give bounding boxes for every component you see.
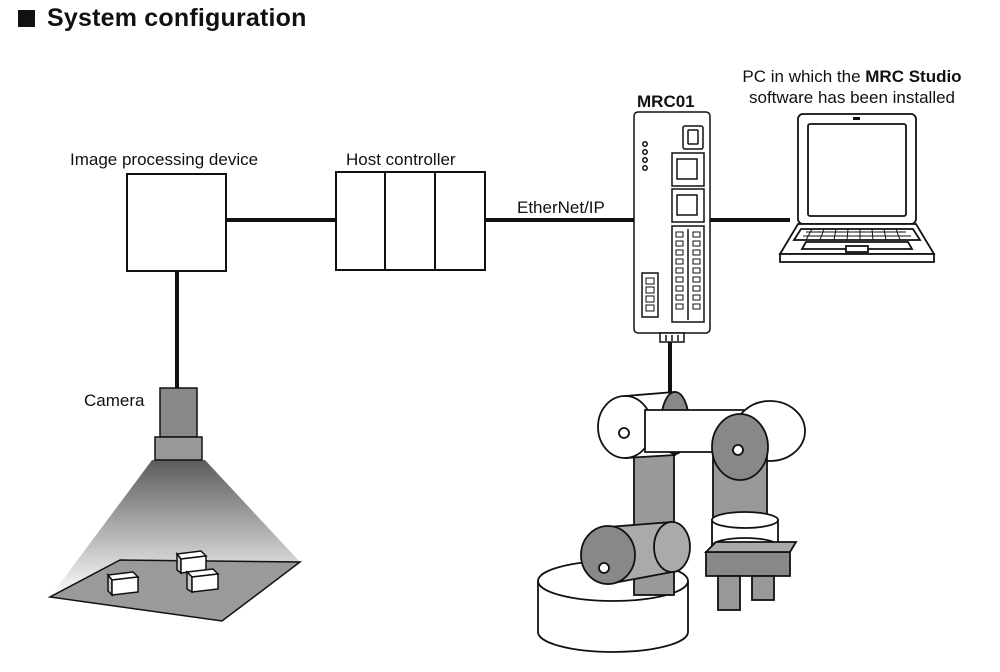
image-processing-device-label: Image processing device [70,150,259,169]
section-heading: System configuration [18,4,307,33]
pc-label: PC in which the MRC Studio software has … [728,66,976,108]
host-controller-label: Host controller [346,150,456,169]
pc-label-prefix: PC in which the [742,67,866,86]
laptop-pc-icon [778,113,936,263]
host-controller-box [335,171,486,271]
heading-text: System configuration [47,4,307,32]
robot-arm-icon [537,391,806,653]
mrc01-controller-icon [633,111,711,343]
mrc01-label: MRC01 [637,92,695,111]
image-processing-device-box [126,173,227,272]
object-box-3 [185,568,220,594]
pc-label-software-name: MRC Studio [865,67,962,86]
object-box-2 [175,550,208,575]
camera-label: Camera [84,391,145,410]
square-bullet-icon [18,10,35,27]
object-box-1 [106,571,140,597]
pc-label-line2: software has been installed [748,88,956,107]
ethernet-ip-label: EtherNet/IP [517,198,605,217]
connection-cables [175,218,790,398]
work-surface-with-objects [47,550,303,622]
